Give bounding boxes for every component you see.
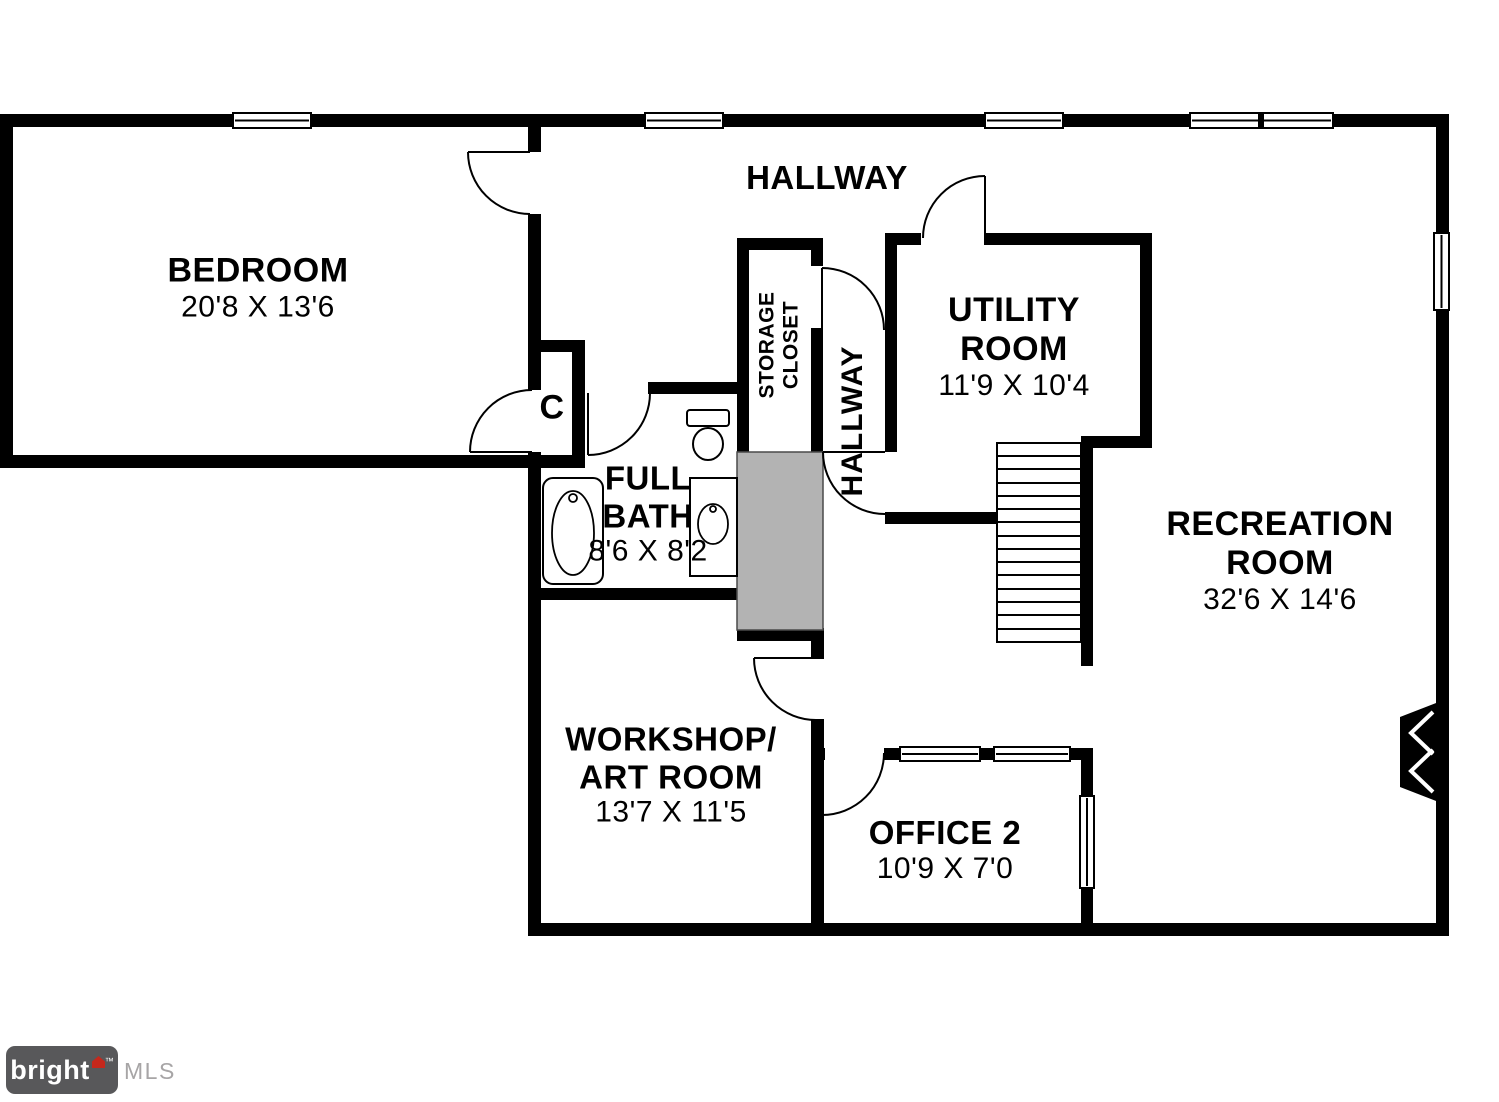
window-double <box>1189 112 1334 129</box>
window <box>644 112 724 129</box>
red-house-icon <box>91 1056 105 1068</box>
room-name: STORAGE <box>755 291 779 399</box>
room-dims: 32'6 X 14'6 <box>1203 582 1357 616</box>
room-name: ROOM <box>1226 543 1334 582</box>
bedroom-label: BEDROOM 20'8 X 13'6 <box>167 252 348 325</box>
trademark-symbol: ™ <box>104 1056 114 1066</box>
room-name: RECREATION <box>1166 505 1394 544</box>
windows <box>232 112 1450 889</box>
hallway-top-label: HALLWAY <box>746 159 908 197</box>
room-name: ART ROOM <box>579 757 763 795</box>
door-arc-workshop <box>753 657 817 721</box>
room-name: ROOM <box>960 329 1068 368</box>
room-name: C <box>539 388 565 427</box>
door-arc-storage-closet <box>821 267 885 331</box>
room-name: FULL <box>604 459 692 497</box>
room-dims: 10'9 X 7'0 <box>876 851 1014 885</box>
room-name: OFFICE 2 <box>868 814 1022 852</box>
fireplace-icon <box>1400 698 1449 806</box>
office-window <box>993 746 1071 762</box>
room-name: BATH <box>602 496 694 534</box>
room-dims: 8'6 X 8'2 <box>588 534 708 568</box>
storage-closet-label: STORAGE CLOSET <box>755 292 802 399</box>
office-window <box>1079 795 1095 889</box>
stairs <box>996 442 1082 643</box>
brightmls-logo: bright ™ <box>6 1046 118 1094</box>
door-arc-bath <box>587 392 651 456</box>
room-name: CLOSET <box>779 300 802 390</box>
room-dims: 20'8 X 13'6 <box>181 290 335 324</box>
hallway-vertical-label: HALLWAY <box>836 346 870 497</box>
toilet-icon <box>686 409 730 461</box>
room-name: BEDROOM <box>167 251 349 290</box>
window <box>232 112 312 129</box>
door-arc-utility <box>922 175 986 239</box>
door-arc-bedroom <box>467 151 531 215</box>
room-dims: 13'7 X 11'5 <box>595 795 747 829</box>
office-window <box>899 746 981 762</box>
recreation-room-label: RECREATION ROOM 32'6 X 14'6 <box>1166 505 1393 617</box>
window <box>984 112 1064 129</box>
room-name: HALLWAY <box>746 159 908 197</box>
brand-name: bright <box>10 1054 90 1085</box>
closet-c-label: C <box>539 389 564 428</box>
office-2-label: OFFICE 2 10'9 X 7'0 <box>869 814 1022 886</box>
workshop-label: WORKSHOP/ ART ROOM 13'7 X 11'5 <box>565 720 777 829</box>
full-bath-label: FULL BATH 8'6 X 8'2 <box>588 459 707 568</box>
door-arc-hallway <box>822 451 886 515</box>
chimney-block <box>736 451 824 631</box>
sink-icon <box>689 477 738 577</box>
window <box>1433 232 1450 311</box>
room-name: UTILITY <box>948 291 1080 330</box>
door-arc-office <box>821 752 885 816</box>
walls <box>0 114 1449 936</box>
doors <box>467 151 986 816</box>
room-name: WORKSHOP/ <box>565 720 777 758</box>
room-name: HALLWAY <box>835 345 869 497</box>
room-dims: 11'9 X 10'4 <box>938 368 1090 402</box>
utility-room-label: UTILITY ROOM 11'9 X 10'4 <box>938 291 1090 403</box>
door-arc-bedroom-closet <box>469 389 533 453</box>
bathtub-icon <box>542 477 604 585</box>
mls-text: MLS <box>124 1058 176 1084</box>
